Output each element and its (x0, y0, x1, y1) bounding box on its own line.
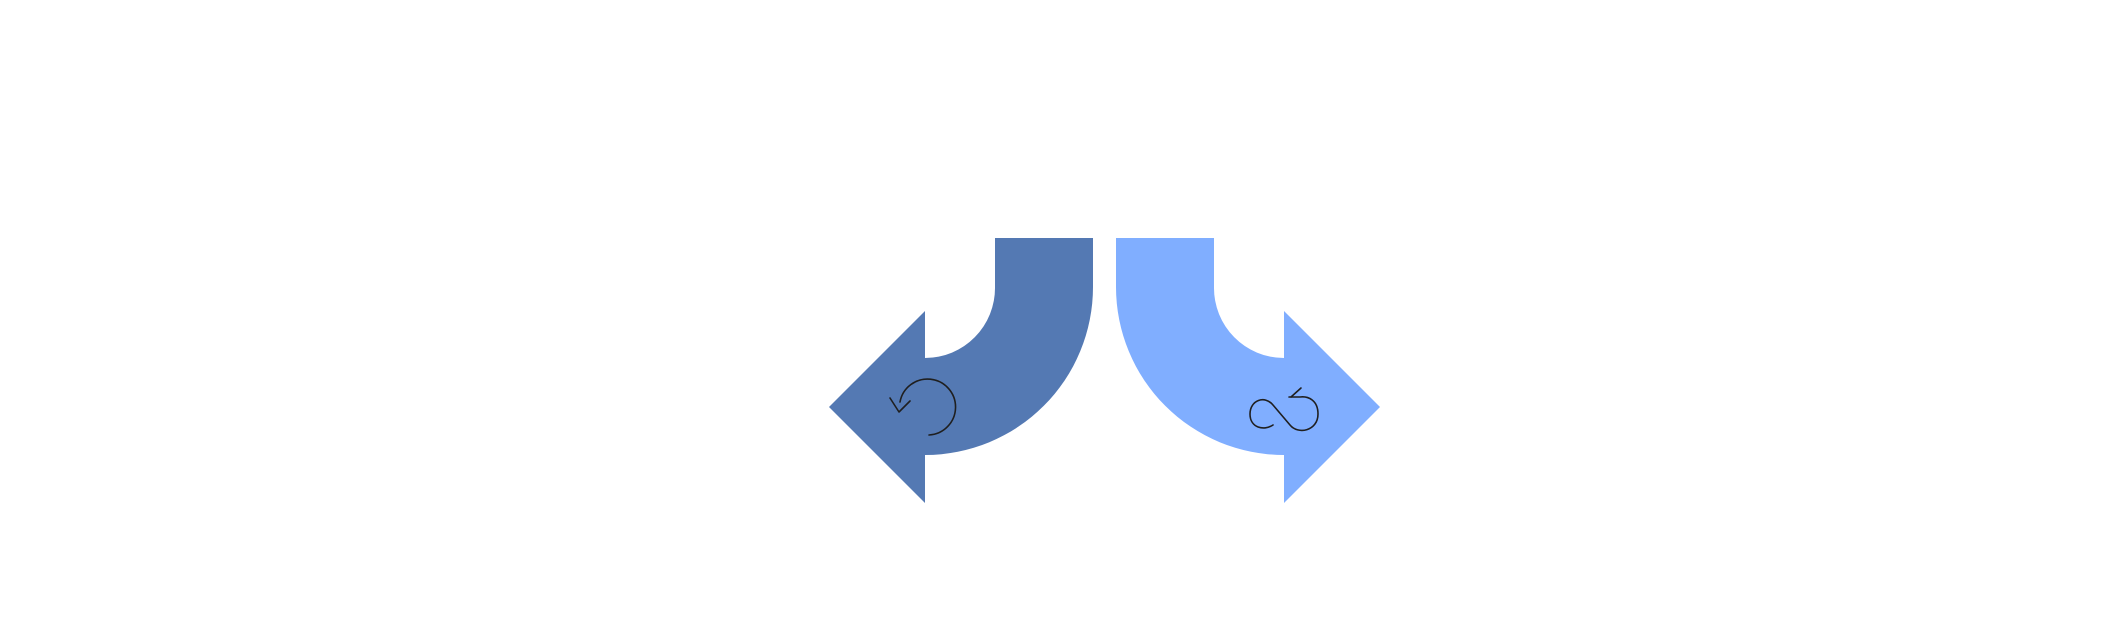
left-curved-arrow (829, 238, 1093, 503)
infinity-loop-icon (1249, 387, 1319, 432)
rotate-ccw-icon (889, 378, 957, 436)
right-curved-arrow (1116, 238, 1380, 503)
